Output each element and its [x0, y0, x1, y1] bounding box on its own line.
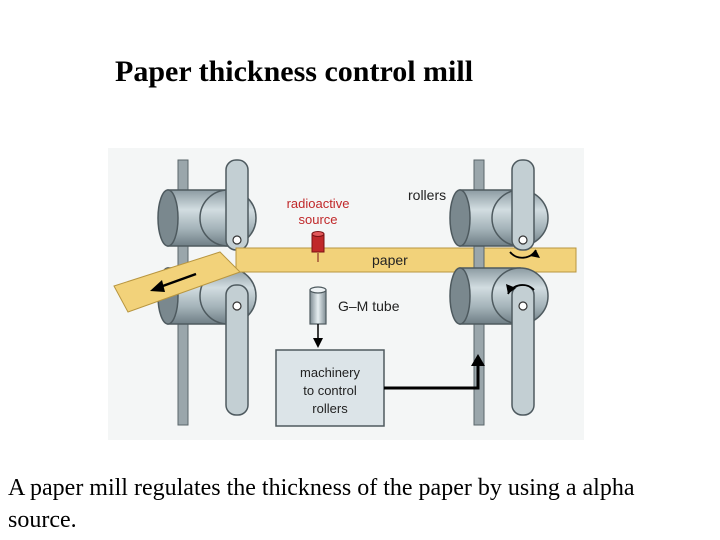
- machinery-label-1: machinery: [300, 365, 360, 380]
- g-m-tube-icon: [309, 286, 327, 348]
- machinery-control-box: [275, 349, 385, 427]
- radioactive-source-label: radioactive: [287, 196, 350, 211]
- gm-tube-label: G–M tube: [338, 298, 400, 314]
- machinery-label-2: to control: [303, 383, 357, 398]
- page-title: Paper thickness control mill: [115, 55, 474, 88]
- paper-label: paper: [372, 252, 408, 268]
- right-roller-assembly: [449, 159, 549, 426]
- feedback-arrow: [384, 354, 485, 390]
- radioactive-source-label-2: source: [298, 212, 337, 227]
- rollers-label: rollers: [408, 187, 446, 203]
- radioactive-source-icon: [311, 231, 325, 262]
- caption-text: A paper mill regulates the thickness of …: [8, 475, 635, 533]
- machinery-label-3: rollers: [312, 401, 348, 416]
